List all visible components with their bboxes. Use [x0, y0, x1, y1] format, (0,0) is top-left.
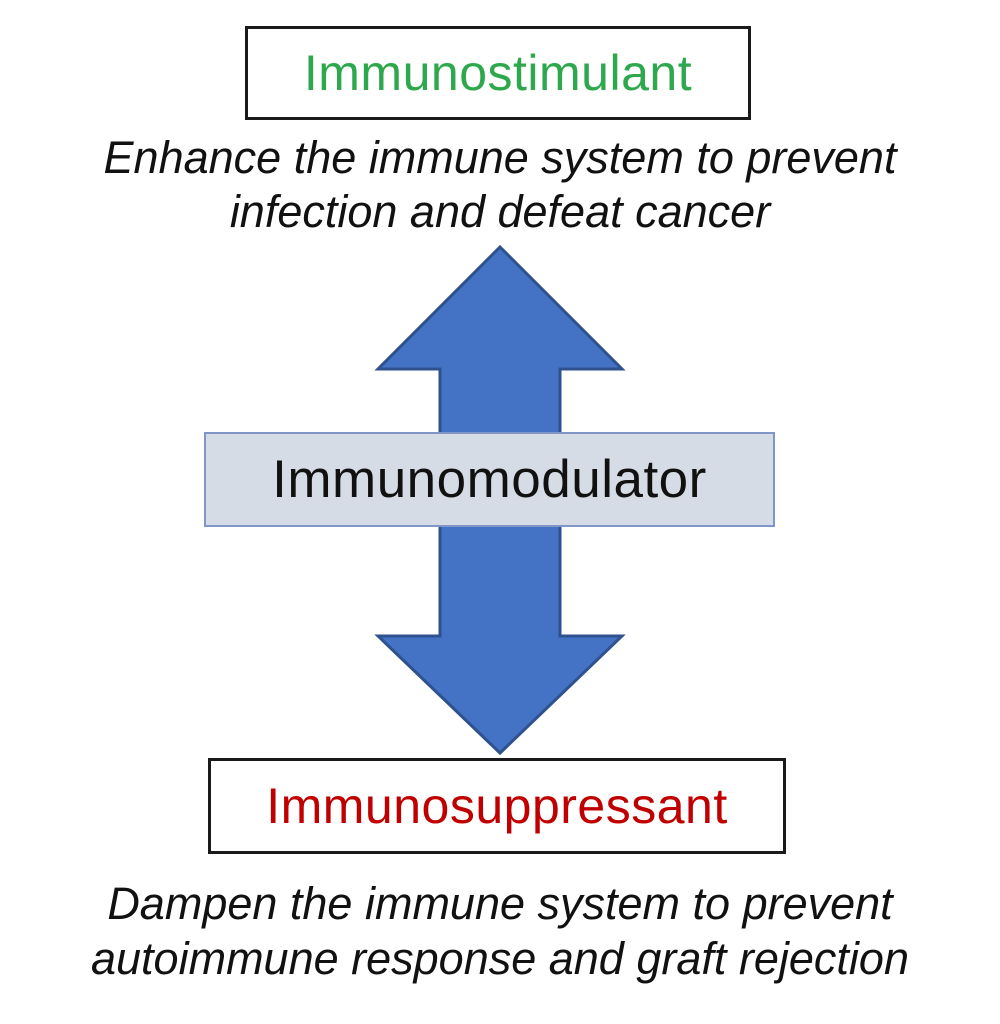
immunostimulant-description-line1: Enhance the immune system to prevent: [103, 132, 897, 183]
immunosuppressant-box: Immunosuppressant: [208, 758, 786, 854]
immunostimulant-description-line2: infection and defeat cancer: [229, 186, 771, 237]
immunosuppressant-description: Dampen the immune system to prevent auto…: [0, 876, 1000, 986]
immunosuppressant-description-line2: autoimmune response and graft rejection: [91, 933, 909, 984]
immunostimulant-label: Immunostimulant: [303, 45, 693, 101]
immunomodulator-label: Immunomodulator: [272, 450, 707, 509]
immunostimulant-description: Enhance the immune system to prevent inf…: [0, 131, 1000, 239]
immunomodulator-box: Immunomodulator: [204, 432, 775, 527]
immunosuppressant-label: Immunosuppressant: [266, 778, 728, 834]
immunosuppressant-description-line1: Dampen the immune system to prevent: [107, 878, 893, 929]
immunostimulant-box: Immunostimulant: [245, 26, 751, 120]
